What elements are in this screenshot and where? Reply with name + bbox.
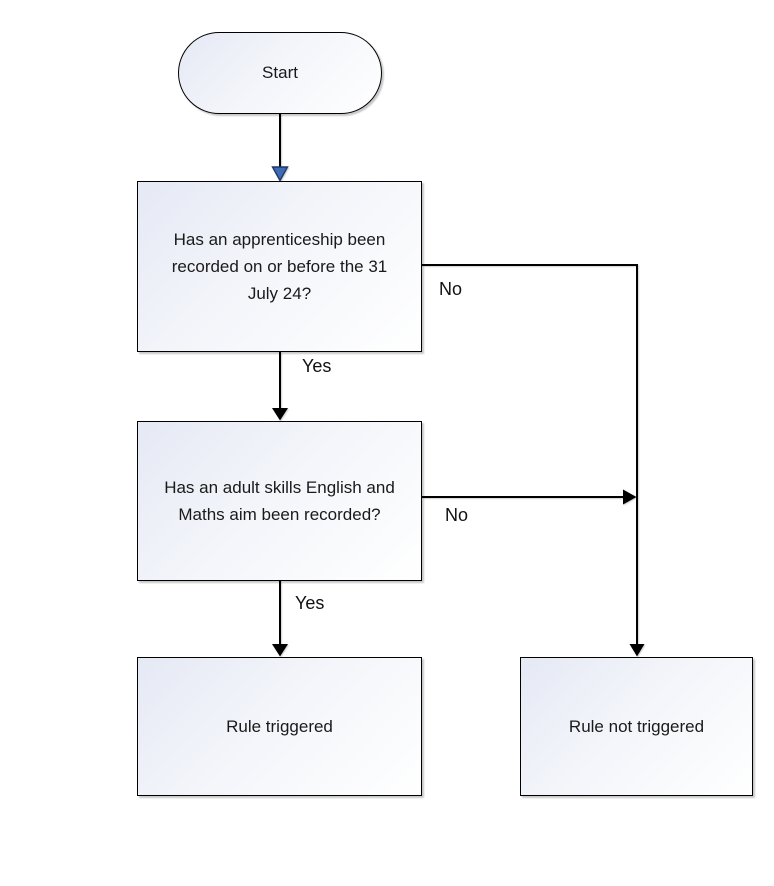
edge-label-q1-no: No [439,279,463,299]
arrowhead-down-icon [272,644,288,657]
node-start-label: Start [262,63,298,83]
node-question-english-maths[interactable]: Has an adult skills English and Maths ai… [137,421,422,581]
connector-q2-no-to-line [422,489,637,505]
node-rule-not-triggered-label: Rule not triggered [568,716,705,736]
node-question-apprenticeship-label: Has an apprenticeship been recorded on o… [171,229,388,304]
connector-q1-no-to-rule-not-triggered [422,264,645,657]
connector-start-to-q1 [271,114,289,182]
node-rule-triggered-label: Rule triggered [226,716,333,736]
edge-label-q1-yes: Yes [302,356,332,376]
edge-label-q2-yes: Yes [295,593,325,613]
arrowhead-down-icon [272,408,288,421]
node-rule-triggered[interactable]: Rule triggered [137,657,422,796]
connector-q1-yes-to-q2 [272,352,288,421]
node-question-english-maths-label: Has an adult skills English and Maths ai… [164,477,395,524]
arrowhead-down-icon [629,644,645,657]
edge-label-q2-no: No [445,505,469,525]
node-question-apprenticeship[interactable]: Has an apprenticeship been recorded on o… [137,181,422,352]
node-start[interactable]: Start [178,32,382,114]
connector-q2-yes-to-rule-triggered [272,581,288,657]
arrowhead-right-icon [623,489,637,505]
arrowhead-down-blue [271,166,289,182]
node-rule-not-triggered[interactable]: Rule not triggered [520,657,753,796]
